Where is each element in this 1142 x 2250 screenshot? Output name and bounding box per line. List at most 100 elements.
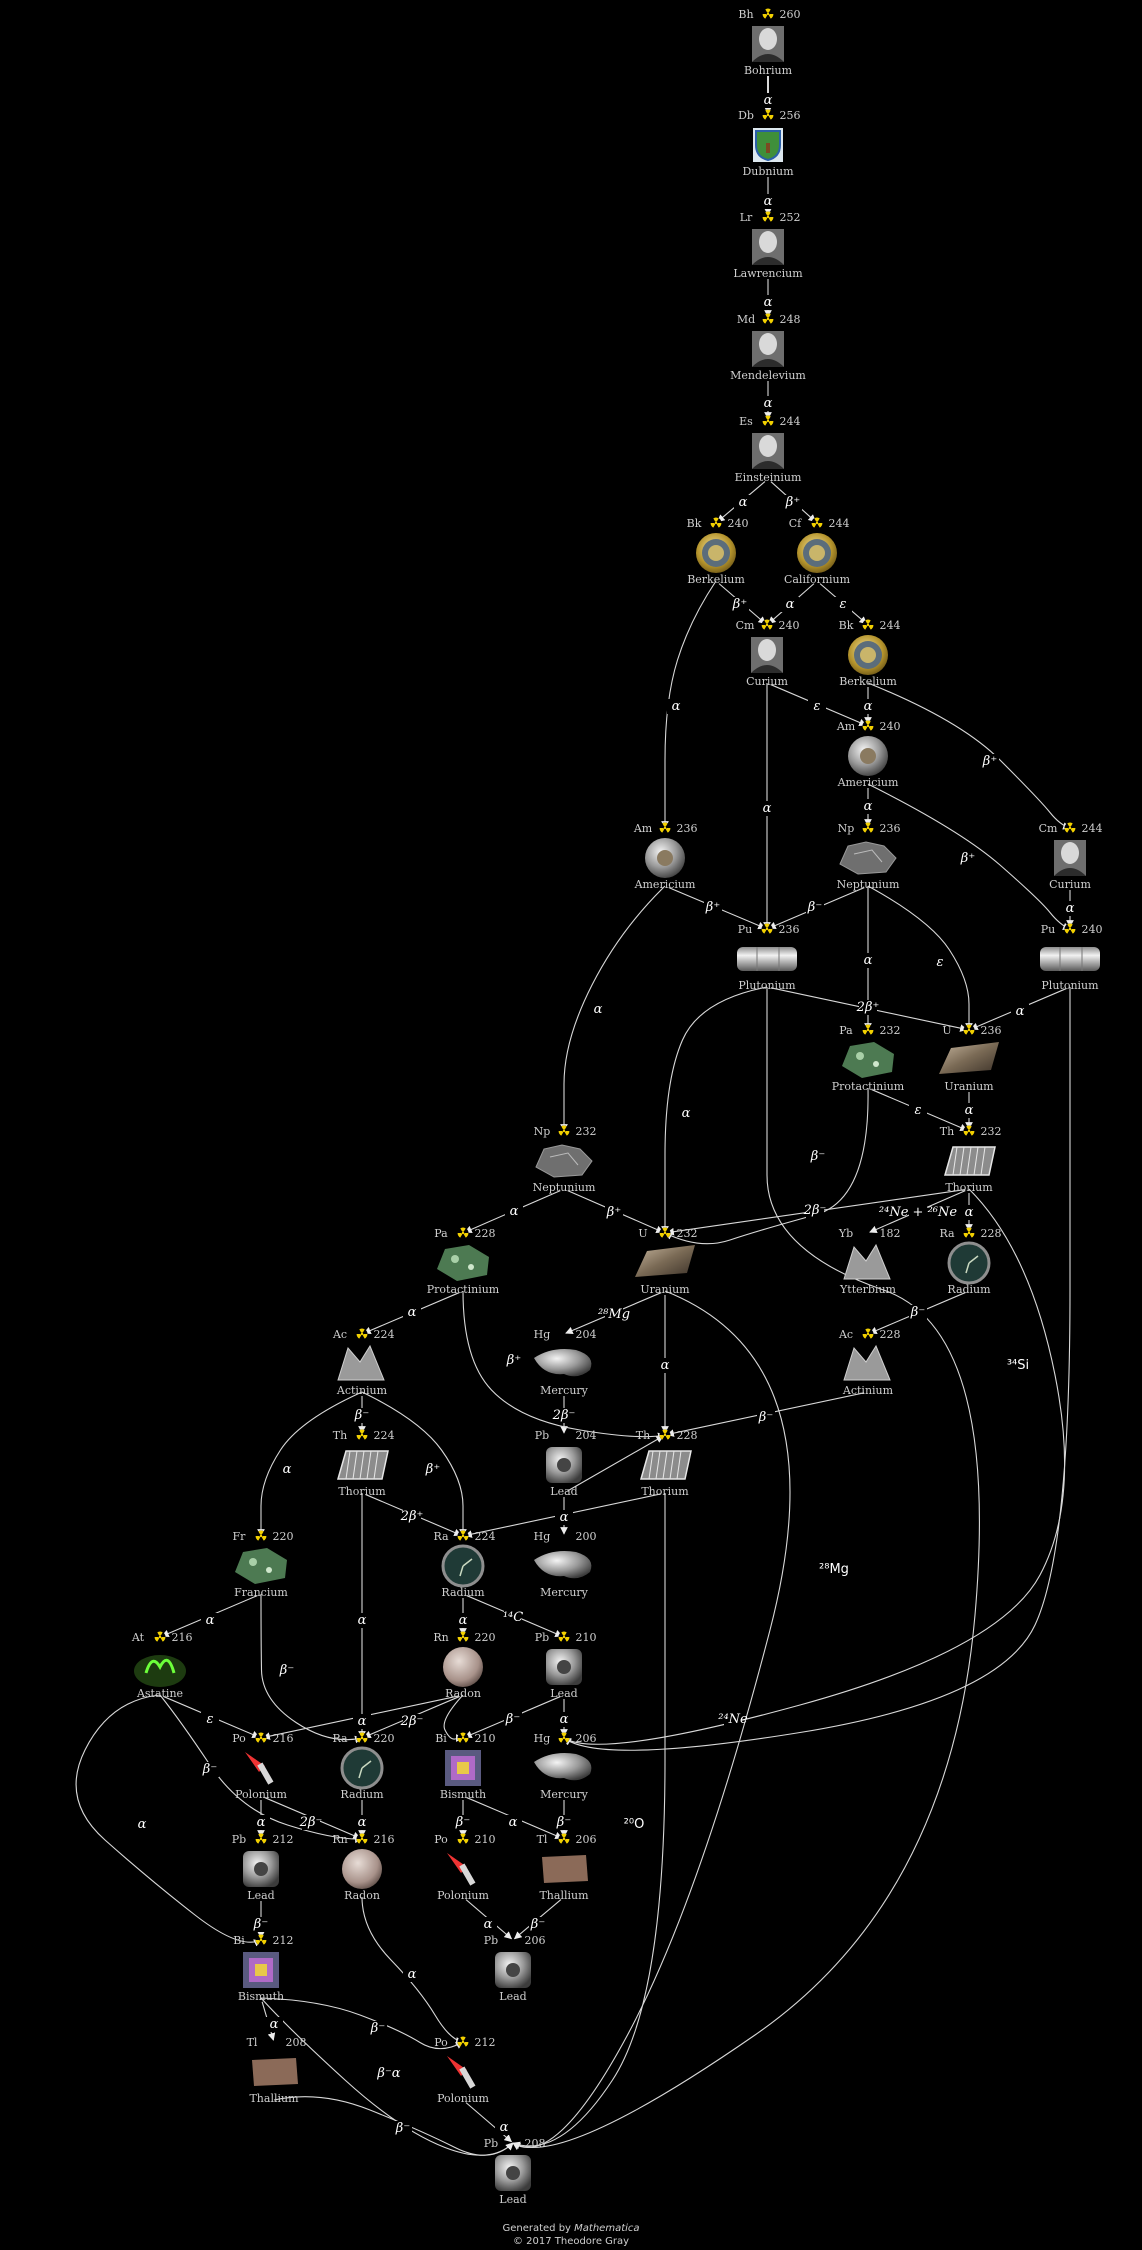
decay-label-pu236-u232: α	[682, 1106, 691, 1121]
decay-label-backdrop	[757, 1410, 775, 1425]
decay-label-th232-hg206: ²⁴Ne	[718, 1712, 748, 1727]
decay-label-backdrop	[960, 1103, 978, 1118]
mass-number: 240	[779, 619, 800, 632]
decay-label-pb212-bi212: β⁻	[253, 1917, 268, 1932]
element-name: Thorium	[338, 1485, 386, 1498]
decay-arrow-th228-pb208	[512, 1493, 666, 2149]
decay-label-backdrop	[909, 1305, 927, 1320]
radiation-icon	[862, 1024, 874, 1036]
element-name: Radium	[441, 1586, 485, 1599]
decay-label-np232-pa228: α	[510, 1204, 519, 1219]
decay-arrow-u232-pb208	[512, 1290, 791, 2150]
coat-of-arms-icon	[753, 128, 783, 162]
radiation-icon	[762, 313, 774, 325]
decay-label-ra220-rn216: α	[358, 1815, 367, 1830]
decay-label-backdrop	[909, 1103, 927, 1118]
element-symbol: Np	[838, 822, 855, 835]
radiation-icon	[457, 1227, 469, 1239]
mercury-blob-icon	[534, 1349, 592, 1377]
radiation-icon	[862, 720, 874, 732]
lead-block-icon	[546, 1447, 582, 1483]
decay-label-backdrop	[759, 396, 777, 411]
radiation-icon	[356, 1833, 368, 1845]
decay-arrow-pb204-th228	[567, 1435, 664, 1492]
decay-label-po210-pb206: α	[484, 1917, 493, 1932]
mass-number: 228	[880, 1328, 901, 1341]
element-symbol: Yb	[838, 1227, 853, 1240]
mass-number: 236	[981, 1024, 1002, 1037]
decay-label-backdrop	[806, 1203, 824, 1218]
mass-number: 224	[374, 1429, 395, 1442]
element-symbol: Bi	[233, 1934, 245, 1947]
decay-label-pb210-bi210: β⁻	[505, 1712, 520, 1727]
decay-label-backdrop	[555, 1510, 573, 1525]
mass-number: 216	[172, 1631, 193, 1644]
mass-number: 212	[475, 2036, 496, 2049]
radiation-icon	[457, 1530, 469, 1542]
element-name: Dubnium	[742, 165, 794, 178]
element-name: Lead	[247, 1889, 274, 1902]
metal-bar-icon	[635, 1245, 695, 1277]
cluster-label: ²⁰O	[624, 1817, 645, 1832]
element-name: Americium	[634, 878, 696, 891]
decay-label-th232-yb182: ²⁴Ne + ²⁶Ne	[879, 1205, 957, 1220]
mass-number: 210	[475, 1833, 496, 1846]
element-name: Californium	[784, 573, 851, 586]
decay-label-th232-ra228: α	[965, 1205, 974, 1220]
element-name: Astatine	[136, 1687, 183, 1700]
element-symbol: Pb	[232, 1833, 246, 1846]
copyright-text: © 2017 Theodore Gray	[512, 2236, 630, 2247]
slab-icon	[252, 2058, 298, 2086]
radiation-icon	[811, 517, 823, 529]
element-symbol: Ac	[332, 1328, 347, 1341]
element-name: Neptunium	[533, 1181, 596, 1194]
decay-label-cm244-pu240: α	[1066, 901, 1075, 916]
element-symbol: Rn	[332, 1833, 347, 1846]
decay-label-am236-pu236: β⁺	[705, 900, 720, 915]
decay-label-backdrop	[495, 2120, 513, 2135]
decay-arrow-am240-pu240	[867, 783, 1071, 930]
decay-label-backdrop	[201, 1613, 219, 1628]
decay-label-po216-rn216: 2β⁻	[299, 1815, 323, 1830]
radiation-icon	[457, 1631, 469, 1643]
element-symbol: Po	[434, 1833, 448, 1846]
decay-label-backdrop	[724, 1712, 742, 1727]
sphere-icon	[443, 1647, 483, 1687]
decay-label-backdrop	[959, 851, 977, 866]
element-name: Ytterbium	[839, 1283, 897, 1296]
decay-arrow-pu240-hg206	[563, 987, 1071, 1751]
mass-number: 228	[677, 1429, 698, 1442]
radiation-icon	[963, 1125, 975, 1137]
mass-number: 228	[475, 1227, 496, 1240]
portrait-icon	[1054, 840, 1086, 876]
decay-label-bi212-po212: β⁻	[370, 2021, 385, 2036]
brush-icon	[245, 1752, 274, 1785]
element-symbol: Cf	[789, 517, 802, 530]
decay-label-backdrop	[605, 1307, 623, 1322]
decay-label-cm240-pu236: α	[763, 801, 772, 816]
lead-block-icon	[243, 1851, 279, 1887]
element-name: Curium	[1049, 878, 1091, 891]
element-symbol: Po	[232, 1732, 246, 1745]
decay-label-backdrop	[201, 1762, 219, 1777]
element-name: Radon	[445, 1687, 481, 1700]
decay-label-backdrop	[252, 1917, 270, 1932]
decay-label-backdrop	[403, 1714, 421, 1729]
decay-label-np236-pa232: α	[864, 953, 873, 968]
crystal-icon	[843, 1243, 891, 1280]
rock-icon	[839, 841, 897, 875]
decay-label-es244-cf244: β⁺	[785, 495, 800, 510]
radiation-icon	[762, 109, 774, 121]
element-name: Einsteinium	[735, 471, 802, 484]
